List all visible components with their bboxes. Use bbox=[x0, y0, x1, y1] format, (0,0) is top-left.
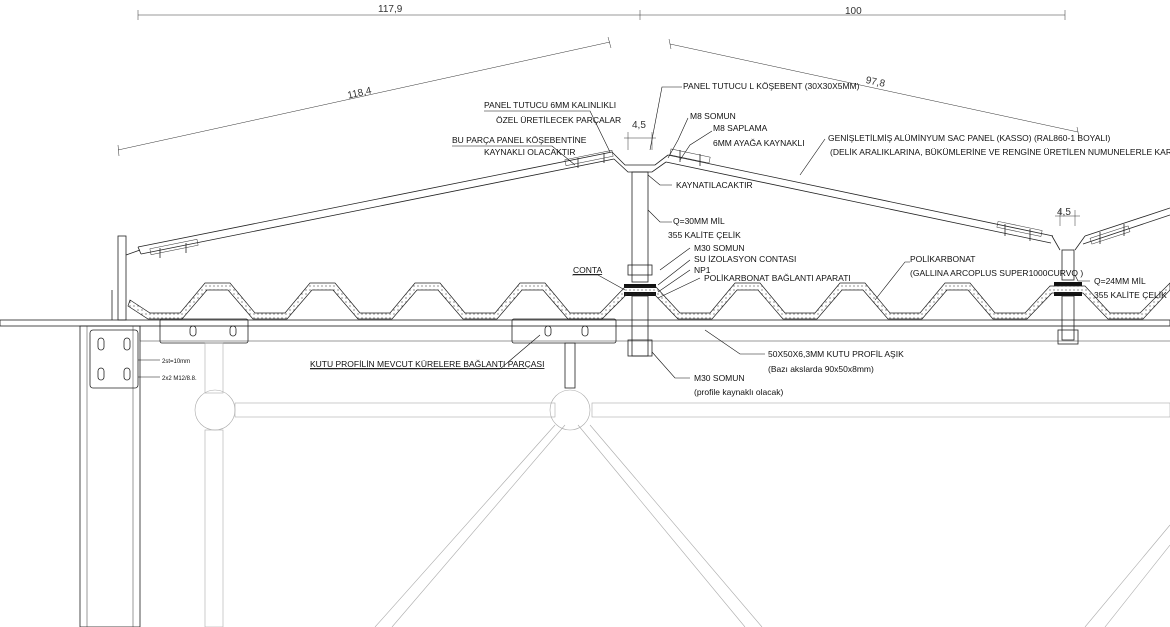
label-weld-note-1: BU PARÇA PANEL KÖŞEBENTİNE bbox=[452, 135, 587, 145]
label-panel-holder-2: ÖZEL ÜRETİLECEK PARÇALAR bbox=[496, 115, 621, 125]
dim-gap-right: 4,5 bbox=[1057, 207, 1071, 218]
label-expanded-1: GENİŞLETİLMİŞ ALÜMİNYUM SAC PANEL (KASSO… bbox=[828, 133, 1110, 143]
dim-gap-left: 4,5 bbox=[632, 120, 646, 131]
plate-note-2: 2x2 M12/8.8. bbox=[162, 376, 197, 382]
label-shaft-right-1: Q=24MM MİL bbox=[1094, 276, 1146, 286]
polycarbonate-sheet bbox=[127, 282, 1170, 320]
label-m8-nut: M8 SOMUN bbox=[690, 111, 736, 121]
dim-slope-right: 97,8 bbox=[865, 75, 887, 90]
annotation-labels: PANEL TUTUCU 6MM KALINLIKLI ÖZEL ÜRETİLE… bbox=[310, 81, 1170, 397]
label-m30-bottom-1: M30 SOMUN bbox=[694, 373, 745, 383]
label-weld-note-2: KAYNAKLI OLACAKTIR bbox=[484, 147, 575, 157]
label-m8-stud-2: 6MM AYAĞA KAYNAKLI bbox=[713, 138, 805, 148]
box-purlin bbox=[0, 319, 1170, 342]
label-poly-bracket: POLİKARBONAT BAĞLANTI APARATI bbox=[704, 273, 851, 283]
label-shaft-2: 355 KALİTE ÇELİK bbox=[668, 230, 741, 240]
right-shaft bbox=[1054, 249, 1082, 345]
left-column: 2st=10mm 2x2 M12/8.8. bbox=[79, 325, 197, 627]
slope-dimensions: 118,4 97,8 bbox=[117, 36, 1080, 157]
label-conta: CONTA bbox=[573, 265, 602, 275]
center-shaft bbox=[624, 171, 656, 357]
label-shaft-right-2: 355 KALİTE ÇELİK bbox=[1094, 290, 1167, 300]
dim-top-left: 117,9 bbox=[378, 4, 403, 15]
dim-slope-left: 118,4 bbox=[347, 85, 374, 101]
label-m8-stud-1: M8 SAPLAMA bbox=[713, 123, 768, 133]
right-sloped-panel bbox=[665, 148, 1170, 251]
label-purlin-1: 50X50X6,3MM KUTU PROFİL AŞIK bbox=[768, 349, 904, 359]
label-m30-nut: M30 SOMUN bbox=[694, 243, 745, 253]
label-poly-2: (GALLINA ARCOPLUS SUPER1000CURVO ) bbox=[910, 268, 1083, 278]
top-dimensions: 117,9 100 bbox=[137, 4, 1066, 20]
label-shaft-1: Q=30MM MİL bbox=[673, 216, 725, 226]
label-box-connection: KUTU PROFİLİN MEVCUT KÜRELERE BAĞLANTI P… bbox=[310, 359, 544, 369]
leader-lines bbox=[310, 86, 1090, 379]
left-edge bbox=[111, 235, 141, 321]
label-expanded-2: (DELİK ARALIKLARINA, BÜKÜMLERİNE VE RENG… bbox=[830, 147, 1170, 157]
label-panel-holder-1: PANEL TUTUCU 6MM KALINLIKLI bbox=[484, 100, 616, 110]
plate-note-1: 2st=10mm bbox=[162, 359, 190, 365]
purlin-connection-plates bbox=[159, 318, 617, 389]
left-sloped-panel bbox=[137, 150, 615, 258]
dim-top-right: 100 bbox=[845, 6, 862, 17]
space-frame bbox=[194, 342, 1170, 627]
label-l-angle: PANEL TUTUCU L KÖŞEBENT (30X30X5MM) bbox=[683, 81, 860, 91]
label-poly-1: POLİKARBONAT bbox=[910, 254, 976, 264]
label-np1: NP1 bbox=[694, 265, 711, 275]
label-weld: KAYNATILACAKTIR bbox=[676, 180, 753, 190]
label-water-seal: SU İZOLASYON CONTASI bbox=[694, 254, 796, 264]
label-purlin-2: (Bazı akslarda 90x50x8mm) bbox=[768, 364, 874, 374]
label-m30-bottom-2: (profile kaynaklı olacak) bbox=[694, 387, 783, 397]
